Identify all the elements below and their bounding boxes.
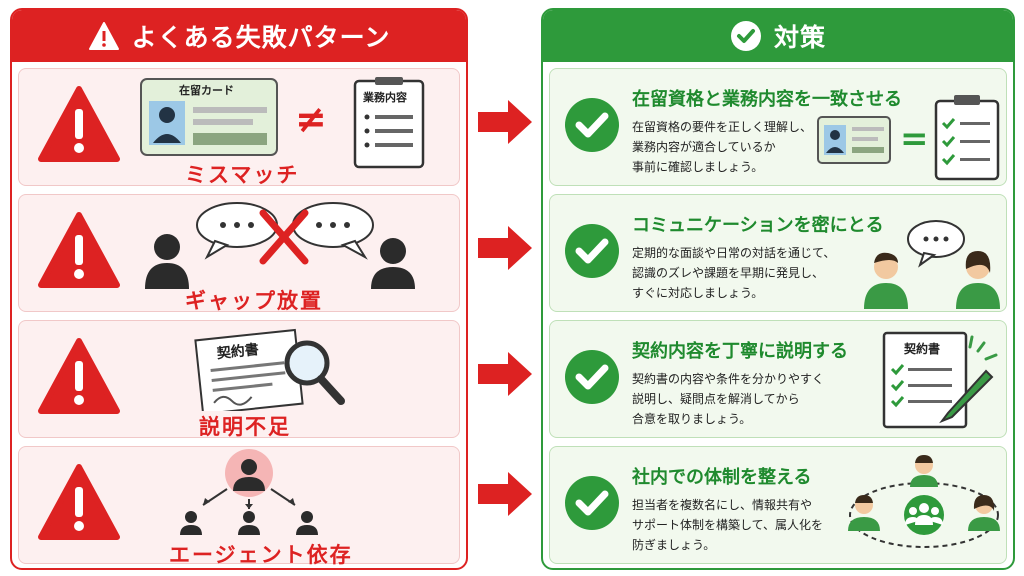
warning-icon bbox=[38, 86, 120, 162]
job-description-label: 業務内容 bbox=[362, 90, 407, 104]
problem-card-explanation: 契約書 説明不足 bbox=[18, 320, 460, 439]
solution-title: 契約内容を丁寧に説明する bbox=[632, 341, 848, 362]
person-icon bbox=[968, 495, 1000, 531]
solution-description: 契約書の内容や条件を分かりやすく 説明し、疑問点を解消してから 合意を取りましょ… bbox=[632, 372, 825, 426]
conversation-illustration bbox=[864, 220, 1000, 309]
problem-card-mismatch: 在留カード ≠ 業務内容 ミスマッチ bbox=[18, 68, 460, 187]
solution-card-organization: 社内での体制を整える 担当者を複数名にし、情報共有や サポート体制を構築して、属… bbox=[549, 446, 1007, 564]
person-icon bbox=[956, 251, 1000, 309]
contract-checklist-icon: 契約書 bbox=[882, 331, 998, 429]
person-icon bbox=[910, 455, 938, 487]
contract-label: 契約書 bbox=[215, 341, 260, 362]
solutions-title: 対策 bbox=[773, 23, 826, 52]
person-icon bbox=[238, 511, 260, 535]
solution-title: 在留資格と業務内容を一致させる bbox=[632, 89, 902, 110]
arrow-right-icon bbox=[478, 352, 532, 396]
not-equal-symbol: ≠ bbox=[295, 97, 327, 141]
check-circle-icon bbox=[565, 350, 619, 404]
problem-card-agent-dependency: エージェント依存 bbox=[18, 446, 460, 567]
team-network-illustration bbox=[848, 455, 1000, 548]
person-icon bbox=[145, 234, 189, 289]
person-icon bbox=[296, 511, 318, 535]
solution-description: 定期的な面談や日常の対話を通じて、 認識のズレや課題を早期に発見し、 すぐに対応… bbox=[632, 246, 836, 300]
person-icon bbox=[864, 252, 908, 309]
residence-card-icon: 在留カード bbox=[140, 78, 278, 156]
solutions-header: 対策 bbox=[543, 10, 1013, 62]
problem-label: ミスマッチ bbox=[185, 163, 300, 187]
problem-card-gap: ギャップ放置 bbox=[18, 194, 460, 313]
check-circle-icon bbox=[730, 21, 761, 51]
miscommunication-illustration bbox=[145, 202, 415, 289]
person-icon bbox=[180, 511, 202, 535]
warning-icon bbox=[88, 22, 119, 50]
solution-description: 在留資格の要件を正しく理解し、 業務内容が適合しているか 事前に確認しましょう。 bbox=[632, 120, 813, 174]
magnifier-icon bbox=[284, 340, 345, 405]
solution-title: 社内での体制を整える bbox=[632, 467, 812, 488]
solution-card-match: 在留資格と業務内容を一致させる 在留資格の要件を正しく理解し、 業務内容が適合し… bbox=[549, 68, 1007, 186]
warning-icon bbox=[38, 338, 120, 414]
warning-icon bbox=[38, 464, 120, 540]
checklist-icon bbox=[934, 95, 1000, 181]
solution-card-contract: 契約内容を丁寧に説明する 契約書の内容や条件を分かりやすく 説明し、疑問点を解消… bbox=[549, 320, 1007, 438]
hierarchy-illustration bbox=[180, 449, 318, 535]
person-icon bbox=[233, 459, 265, 491]
solutions-panel: 対策 在留資格と業務内容を一致させる 在留資格の要件を正しく理解し、 業務内容が… bbox=[541, 8, 1015, 570]
solution-title: コミュニケーションを密にとる bbox=[632, 215, 884, 236]
solution-card-communication: コミュニケーションを密にとる 定期的な面談や日常の対話を通じて、 認識のズレや課… bbox=[549, 194, 1007, 312]
problems-title: よくある失敗パターン bbox=[131, 23, 391, 52]
solution-description: 担当者を複数名にし、情報共有や サポート体制を構築して、属人化を 防ぎましょう。 bbox=[632, 498, 824, 552]
person-icon bbox=[848, 495, 880, 531]
problem-label: 説明不足 bbox=[199, 415, 291, 439]
arrow-right-icon bbox=[478, 472, 532, 516]
cross-icon bbox=[259, 209, 309, 265]
speech-bubble-icon bbox=[292, 202, 374, 260]
job-description-document-icon: 業務内容 bbox=[353, 77, 425, 169]
residence-card-icon bbox=[817, 116, 891, 164]
speech-bubble-icon bbox=[907, 220, 965, 268]
person-icon bbox=[371, 238, 415, 289]
problem-label: ギャップ放置 bbox=[185, 289, 323, 313]
problem-label: エージェント依存 bbox=[169, 543, 353, 567]
check-circle-icon bbox=[565, 98, 619, 152]
pen-icon bbox=[939, 369, 994, 424]
contract-document-icon: 契約書 bbox=[194, 328, 345, 411]
arrow-right-icon bbox=[478, 100, 532, 144]
group-icon bbox=[904, 495, 944, 535]
warning-icon bbox=[38, 212, 120, 288]
problems-header: よくある失敗パターン bbox=[12, 10, 466, 62]
arrow-right-icon bbox=[478, 226, 532, 270]
check-circle-icon bbox=[565, 224, 619, 278]
check-circle-icon bbox=[565, 476, 619, 530]
contract-label: 契約書 bbox=[903, 341, 940, 356]
equal-symbol: = bbox=[900, 119, 929, 159]
problems-panel: よくある失敗パターン 在留カード ≠ 業務内容 ミスマッチ bbox=[10, 8, 468, 570]
residence-card-label: 在留カード bbox=[179, 83, 234, 97]
